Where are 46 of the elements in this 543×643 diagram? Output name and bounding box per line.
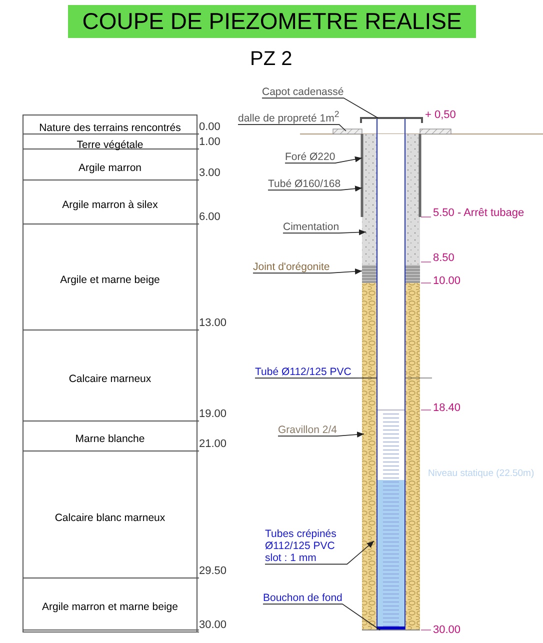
leader-line xyxy=(252,268,362,274)
depth-value: 5.50 - Arrêt tubage xyxy=(433,207,524,220)
depth-value: 3.00 xyxy=(199,167,220,180)
leader-line xyxy=(278,432,364,438)
callout-text: Capot cadenassé xyxy=(262,86,344,98)
water-level-note: Niveau statique (22.50m) xyxy=(428,469,534,480)
depth-value: 30.00 xyxy=(199,619,227,632)
callout-text: Joint d'orégonite xyxy=(253,261,330,274)
well-id: PZ 2 xyxy=(250,48,292,71)
callout-text: Bouchon de fond xyxy=(263,592,342,604)
depth-value: + 0,50 xyxy=(425,109,456,122)
leader-line xyxy=(268,186,362,192)
stratum-name: Argile marron xyxy=(78,162,142,174)
depth-value: 13.00 xyxy=(199,317,227,330)
depth-value: 18.40 xyxy=(433,402,461,415)
depth-value: 0.00 xyxy=(199,121,220,134)
title-banner: COUPE DE PIEZOMETRE REALISE xyxy=(68,5,476,38)
stratum-name: Argile marron à silex xyxy=(62,199,158,211)
stratum-name: Marne blanche xyxy=(75,433,145,445)
stratum-name: Calcaire marneux xyxy=(68,372,152,384)
leader-line xyxy=(282,229,366,236)
callout-text: Foré Ø220 xyxy=(285,151,336,164)
callout-text: dalle de propreté 1m$^{2}$ xyxy=(238,109,340,125)
leader-line xyxy=(262,604,380,630)
depth-value: 30.00 xyxy=(433,624,461,637)
depth-value: 10.00 xyxy=(433,275,461,288)
depth-value: 19.00 xyxy=(199,408,227,421)
stratum-name: Nature des terrains rencontrés xyxy=(39,122,181,134)
callout-text: Tubes crépinés Ø112/125 PVC slot : 1 mm xyxy=(265,528,347,564)
stratum-name: Argile marron et marne beige xyxy=(42,601,178,613)
leader-line xyxy=(238,124,346,132)
depth-value: 1.00 xyxy=(199,136,220,149)
leader-line xyxy=(262,98,378,118)
callout-text: Tubé Ø112/125 PVC xyxy=(255,366,352,378)
stratum-name: Argile et marne beige xyxy=(60,274,160,286)
leader-line xyxy=(284,156,362,164)
stratum-name: Calcaire blanc marneux xyxy=(54,512,166,524)
callout-text: Tubé Ø160/168 xyxy=(268,178,341,190)
depth-value: 8.50 xyxy=(433,252,454,265)
depth-value: 21.00 xyxy=(199,438,227,451)
depth-value: 29.50 xyxy=(199,565,227,578)
callout-text: Gravillon 2/4 xyxy=(278,424,337,436)
leader-line xyxy=(264,540,374,565)
callout-text: Cimentation xyxy=(283,221,340,234)
depth-value: 6.00 xyxy=(199,211,220,224)
stratum-name: Terre végétale xyxy=(76,138,144,150)
